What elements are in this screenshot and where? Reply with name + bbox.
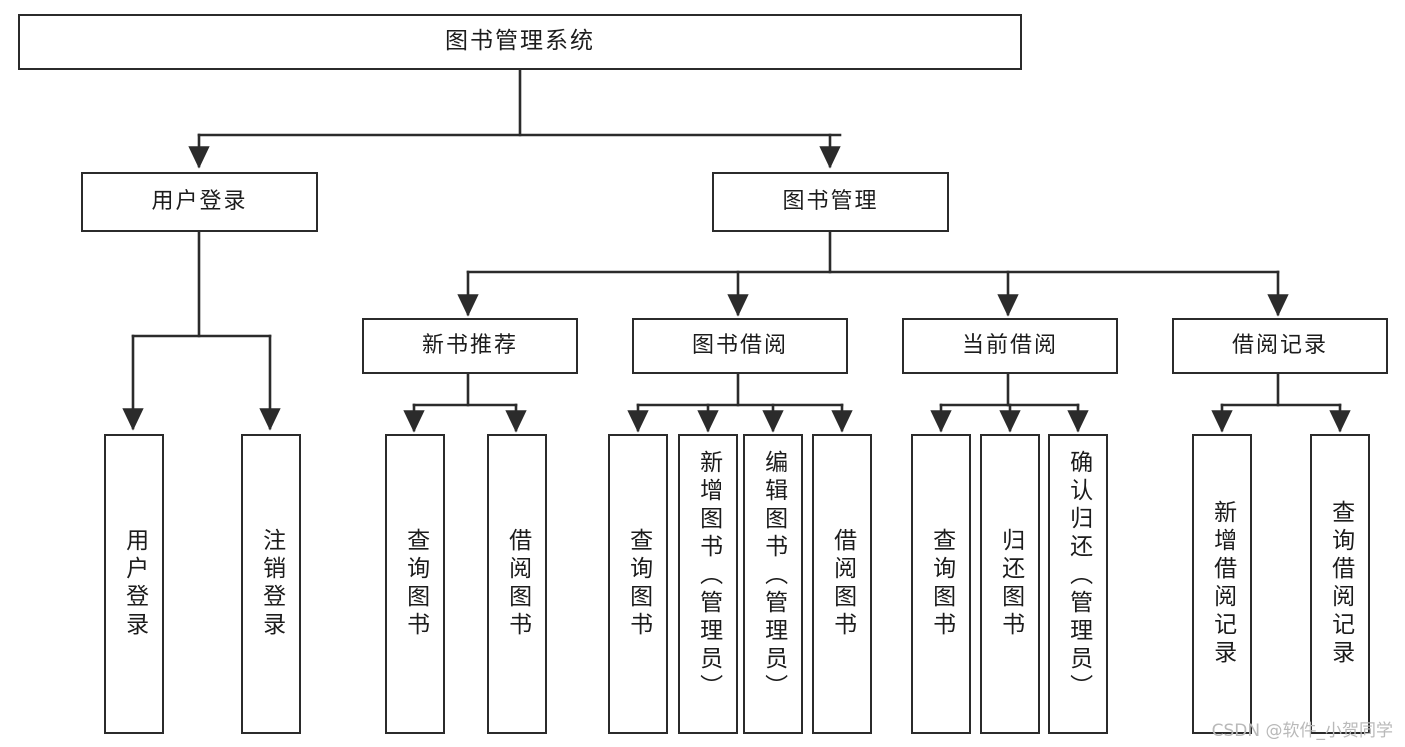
node-label: 借阅图书 <box>829 528 856 640</box>
node-label: 用户登录 <box>151 189 248 215</box>
leaf-query-book-current[interactable]: 查询图书 <box>911 434 971 734</box>
node-label: 编辑图书（管理员） <box>760 450 787 702</box>
node-user-login[interactable]: 用户登录 <box>81 172 318 232</box>
node-label: 图书管理 <box>782 189 879 215</box>
node-book-borrow[interactable]: 图书借阅 <box>632 318 848 374</box>
node-label: 查询借阅记录 <box>1327 500 1354 668</box>
leaf-edit-book-admin[interactable]: 编辑图书（管理员） <box>743 434 803 734</box>
node-label: 查询图书 <box>928 528 955 640</box>
node-label: 当前借阅 <box>961 333 1058 359</box>
node-label: 新增借阅记录 <box>1209 500 1236 668</box>
leaf-add-book-admin[interactable]: 新增图书（管理员） <box>678 434 738 734</box>
leaf-query-borrow-record[interactable]: 查询借阅记录 <box>1310 434 1370 734</box>
node-label: 用户登录 <box>121 528 148 640</box>
leaf-confirm-return-admin[interactable]: 确认归还（管理员） <box>1048 434 1108 734</box>
node-label: 查询图书 <box>625 528 652 640</box>
node-label: 注销登录 <box>258 528 285 640</box>
node-label: 图书管理系统 <box>445 28 595 55</box>
node-label: 图书借阅 <box>691 333 788 359</box>
node-label: 确认归还（管理员） <box>1065 450 1092 702</box>
node-new-book-recommend[interactable]: 新书推荐 <box>362 318 578 374</box>
node-label: 新增图书（管理员） <box>695 450 722 702</box>
leaf-query-book-recommend[interactable]: 查询图书 <box>385 434 445 734</box>
leaf-query-book-borrow[interactable]: 查询图书 <box>608 434 668 734</box>
leaf-borrow-book[interactable]: 借阅图书 <box>812 434 872 734</box>
node-label: 归还图书 <box>997 528 1024 640</box>
node-borrow-record[interactable]: 借阅记录 <box>1172 318 1388 374</box>
node-label: 借阅记录 <box>1231 333 1328 359</box>
node-label: 借阅图书 <box>504 528 531 640</box>
leaf-user-login[interactable]: 用户登录 <box>104 434 164 734</box>
csdn-watermark: CSDN @软件_小贺同学 <box>1211 721 1393 741</box>
node-label: 新书推荐 <box>421 333 518 359</box>
leaf-logout[interactable]: 注销登录 <box>241 434 301 734</box>
leaf-add-borrow-record[interactable]: 新增借阅记录 <box>1192 434 1252 734</box>
node-root-system[interactable]: 图书管理系统 <box>18 14 1022 70</box>
node-label: 查询图书 <box>402 528 429 640</box>
leaf-borrow-book-recommend[interactable]: 借阅图书 <box>487 434 547 734</box>
node-book-management[interactable]: 图书管理 <box>712 172 949 232</box>
node-current-borrow[interactable]: 当前借阅 <box>902 318 1118 374</box>
leaf-return-book[interactable]: 归还图书 <box>980 434 1040 734</box>
